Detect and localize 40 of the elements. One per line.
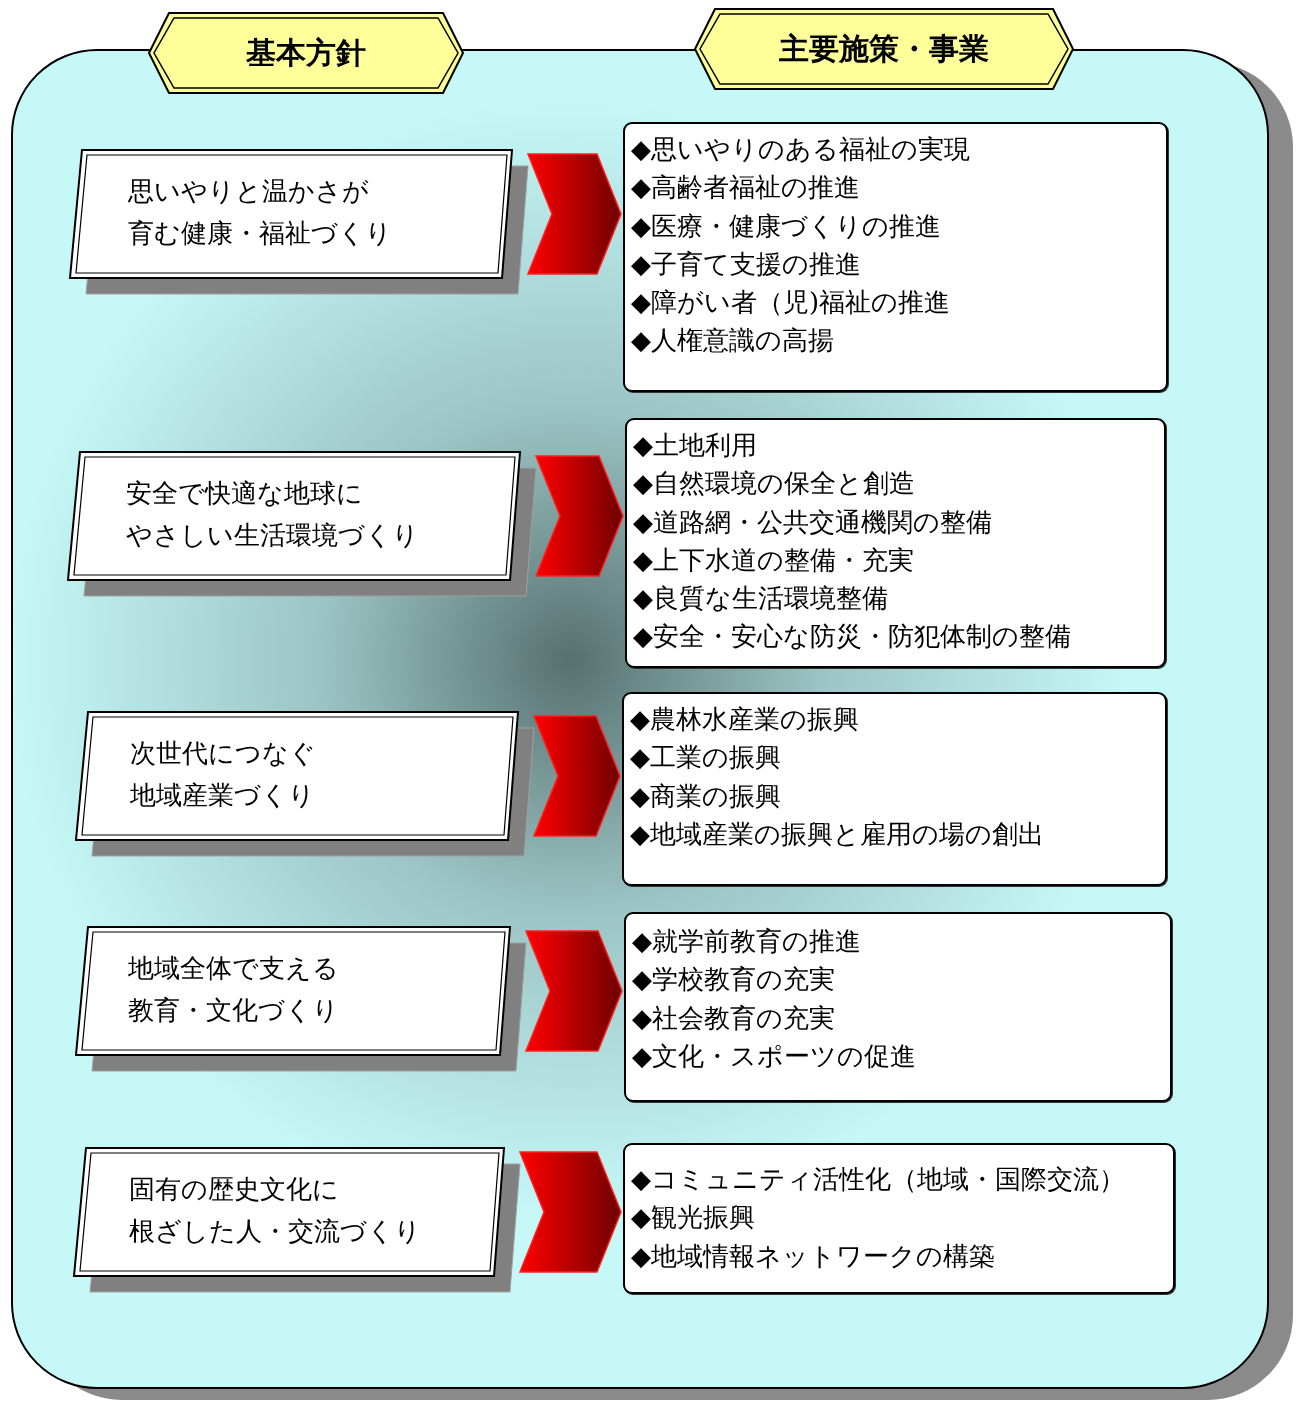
policy-text: 次世代につなぐ地域産業づくり — [130, 737, 317, 812]
list-card — [625, 418, 1166, 668]
policy-text: 固有の歴史文化に根ざした人・交流づくり — [129, 1173, 422, 1248]
list-item: ◆道路網・公共交通機関の整備 — [633, 505, 992, 539]
list-item: ◆子育て支援の推進 — [631, 247, 861, 281]
list-item: ◆地域情報ネットワークの構築 — [631, 1239, 995, 1273]
policy-text: 地域全体で支える教育・文化づくり — [128, 952, 340, 1027]
list-item: ◆土地利用 — [633, 429, 757, 462]
list-item: ◆障がい者（児)福祉の推進 — [631, 286, 951, 320]
list-card — [622, 692, 1167, 886]
chevron-arrow — [532, 715, 621, 837]
list-item: ◆高齢者福祉の推進 — [631, 171, 860, 205]
list-item: ◆農林水産業の振興 — [630, 703, 859, 736]
list-item: ◆人権意識の高揚 — [631, 324, 834, 358]
list-card — [623, 122, 1168, 392]
list-item: ◆就学前教育の推進 — [632, 925, 861, 958]
policy-text: 安全で快適な地球にやさしい生活環境づくり — [126, 477, 420, 552]
list-item: ◆工業の振興 — [630, 741, 781, 775]
header-title: 基本方針 — [246, 33, 366, 72]
list-item: ◆学校教育の充実 — [632, 963, 835, 997]
header-title: 主要施策・事業 — [779, 29, 989, 68]
policy-text: 思いやりと温かさが育む健康・福祉づくり — [128, 175, 393, 250]
list-item: ◆良質な生活環境整備 — [633, 582, 888, 616]
list-item: ◆思いやりのある福祉の実現 — [631, 133, 970, 166]
chevron-arrow — [524, 930, 623, 1052]
list-item: ◆観光振興 — [631, 1201, 755, 1235]
chevron-arrow — [534, 455, 624, 577]
chevron-arrow — [526, 153, 622, 275]
list-item: ◆文化・スポーツの促進 — [632, 1039, 916, 1073]
chevron-arrow — [518, 1151, 622, 1273]
list-item: ◆商業の振興 — [630, 779, 781, 813]
list-card — [623, 1143, 1175, 1294]
list-item: ◆コミュニティ活性化（地域・国際交流） — [631, 1163, 1125, 1196]
list-item: ◆社会教育の充実 — [632, 1001, 835, 1035]
list-item: ◆医療・健康づくりの推進 — [631, 209, 941, 243]
list-item: ◆自然環境の保全と創造 — [633, 467, 915, 501]
list-item: ◆安全・安心な防災・防犯体制の整備 — [633, 620, 1071, 654]
list-item: ◆上下水道の整備・充実 — [633, 543, 914, 577]
list-card — [624, 912, 1172, 1102]
list-item: ◆地域産業の振興と雇用の場の創出 — [630, 817, 1044, 851]
